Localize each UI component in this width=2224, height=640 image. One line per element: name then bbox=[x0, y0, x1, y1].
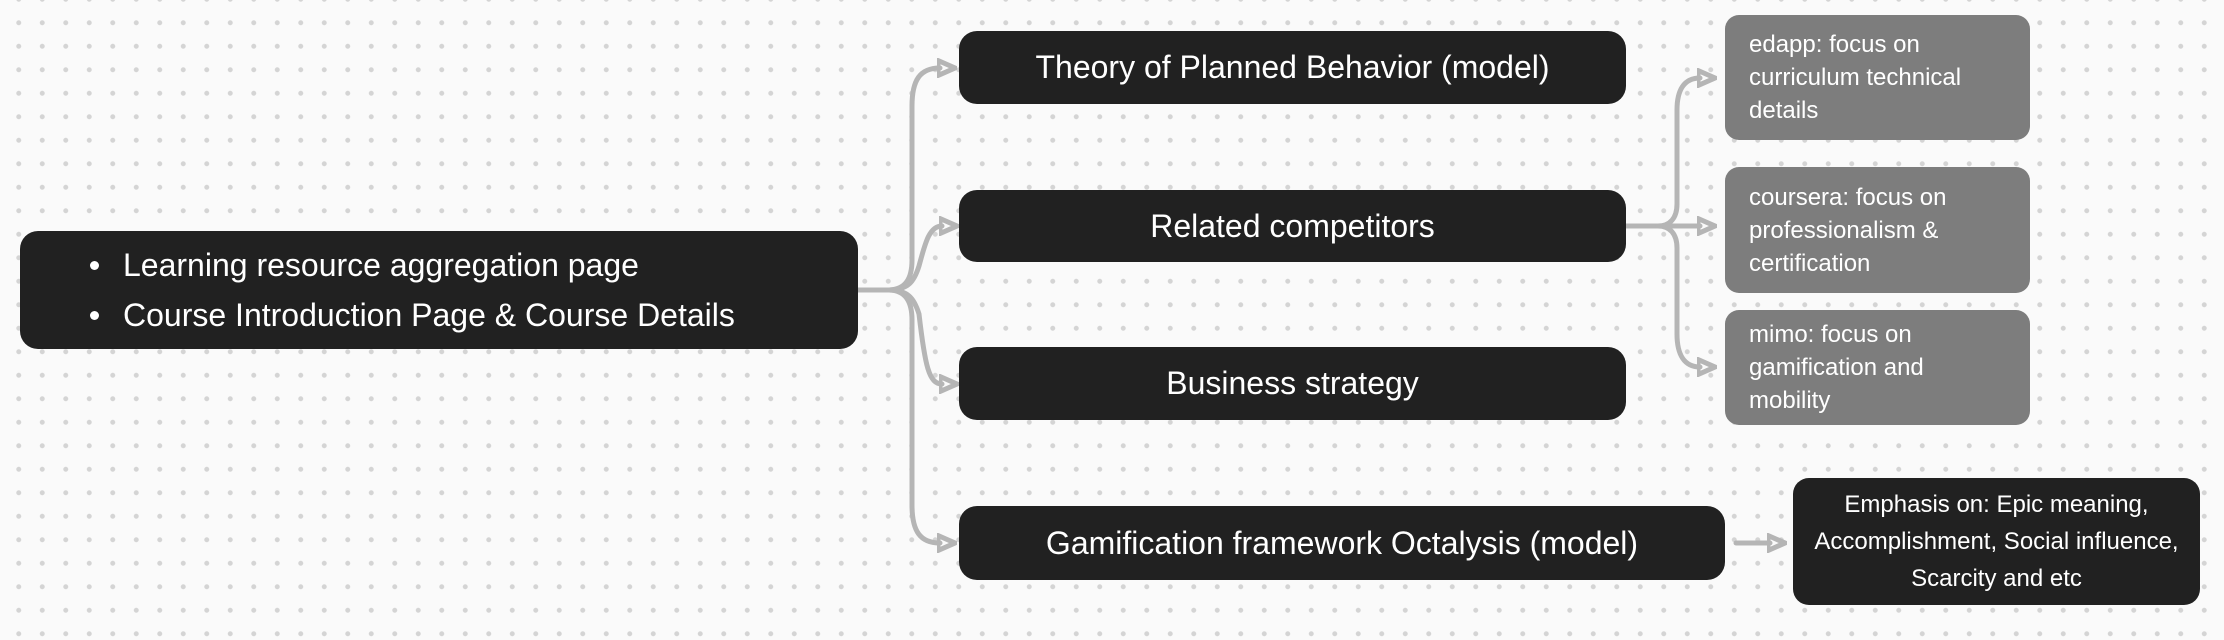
branch-label: Related competitors bbox=[1150, 207, 1435, 244]
leaf-node-mimo[interactable]: mimo: focus on gamification and mobility bbox=[1725, 310, 2030, 425]
branch-node-business-strategy[interactable]: Business strategy bbox=[959, 347, 1626, 420]
leaf-label: coursera: focus on professionalism & cer… bbox=[1749, 183, 1947, 277]
connector-related-to-edapp bbox=[1655, 78, 1700, 229]
connector-related-to-mimo bbox=[1655, 223, 1700, 367]
connector-root-to-related bbox=[885, 226, 942, 293]
branch-label: Gamification framework Octalysis (model) bbox=[1045, 524, 1639, 561]
leaf-label: mimo: focus on gamification and mobility bbox=[1749, 321, 1924, 414]
leaf-node-edapp[interactable]: edapp: focus on curriculum technical det… bbox=[1725, 15, 2030, 140]
branch-label: Theory of Planned Behavior (model) bbox=[1035, 49, 1550, 85]
bullet-item-label: Learning resource aggregation page bbox=[123, 246, 639, 283]
branch-node-related-competitors[interactable]: Related competitors bbox=[959, 190, 1626, 262]
bullet-icon bbox=[90, 310, 99, 320]
connector-root-to-theory bbox=[885, 68, 940, 293]
connector-root-to-business bbox=[885, 287, 942, 384]
connector-root-to-gamification bbox=[885, 287, 940, 543]
leaf-node-coursera[interactable]: coursera: focus on professionalism & cer… bbox=[1725, 167, 2030, 293]
leaf-node-octalysis-emphasis[interactable]: Emphasis on: Epic meaning, Accomplishmen… bbox=[1793, 478, 2200, 605]
branch-node-theory-of-planned-behavior[interactable]: Theory of Planned Behavior (model) bbox=[959, 31, 1626, 104]
leaf-label: Emphasis on: Epic meaning, Accomplishmen… bbox=[1814, 491, 2179, 592]
branch-node-gamification-framework[interactable]: Gamification framework Octalysis (model) bbox=[959, 506, 1725, 580]
branch-label: Business strategy bbox=[1166, 365, 1419, 401]
leaf-label: edapp: focus on curriculum technical det… bbox=[1749, 31, 1962, 124]
bullet-icon bbox=[90, 260, 99, 270]
bullet-item-label: Course Introduction Page & Course Detail… bbox=[123, 296, 735, 333]
bullet-item: Course Introduction Page & Course Detail… bbox=[90, 297, 858, 334]
bullet-item: Learning resource aggregation page bbox=[90, 247, 858, 284]
root-node[interactable]: Learning resource aggregation page Cours… bbox=[20, 231, 858, 349]
